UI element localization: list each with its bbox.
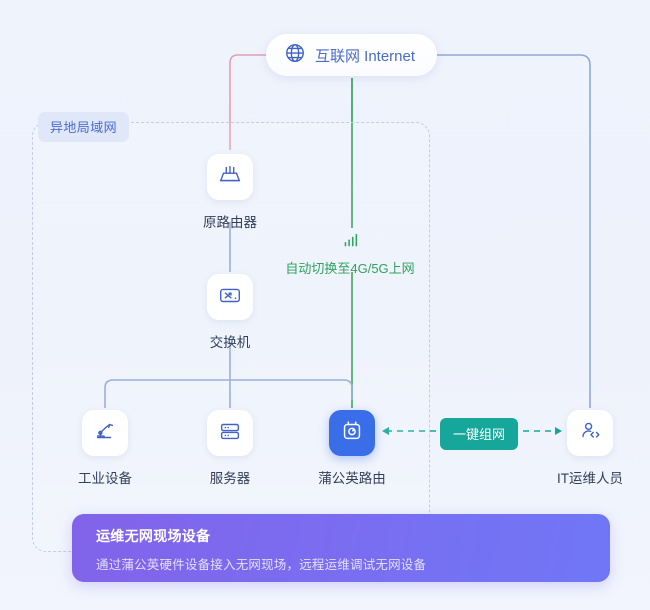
node-switch[interactable]: 交换机: [175, 274, 285, 351]
summary-banner: 运维无网现场设备 通过蒲公英硬件设备接入无网现场，远程运维调试无网设备: [72, 514, 610, 582]
node-label: IT运维人员: [557, 471, 623, 486]
wire-internet-to-it-engineer: [426, 54, 591, 408]
wire-internet-to-router: [229, 54, 266, 150]
summary-banner-subtitle: 通过蒲公英硬件设备接入无网现场，远程运维调试无网设备: [96, 558, 427, 572]
wire-bus-to-industry: [104, 379, 230, 408]
node-label: 蒲公英路由: [318, 471, 386, 486]
it-engineer-tile: [567, 410, 613, 456]
pugongying-router-tile: [329, 410, 375, 456]
node-pugongying-router[interactable]: 蒲公英路由: [297, 410, 407, 487]
router-tile: [207, 154, 253, 200]
node-industrial-device[interactable]: 工业设备: [50, 410, 160, 487]
it-engineer-icon: [577, 418, 603, 449]
signal-bars-icon: [340, 231, 360, 251]
switch-tile: [207, 274, 253, 320]
wire-bus-to-pgy: [230, 379, 353, 400]
router-icon: [217, 162, 243, 193]
node-original-router[interactable]: 原路由器: [175, 154, 285, 231]
summary-banner-title: 运维无网现场设备: [96, 528, 211, 544]
node-it-engineer[interactable]: IT运维人员: [535, 410, 645, 487]
server-tile: [207, 410, 253, 456]
remote-lan-zone-label: 异地局域网: [38, 112, 130, 142]
internet-node[interactable]: 互联网 Internet: [266, 34, 438, 76]
switch-icon: [217, 282, 243, 313]
robot-arm-icon: [92, 418, 118, 449]
globe-icon: [284, 42, 306, 69]
node-server[interactable]: 服务器: [175, 410, 285, 487]
node-label: 服务器: [209, 471, 251, 486]
mobile-network-label: 自动切换至4G/5G上网: [285, 261, 415, 276]
node-label: 工业设备: [78, 471, 132, 486]
server-icon: [217, 418, 243, 449]
one-key-networking-badge[interactable]: 一键组网: [440, 418, 519, 450]
internet-label: 互联网 Internet: [315, 47, 416, 65]
industrial-device-tile: [82, 410, 128, 456]
node-label: 交换机: [209, 335, 251, 350]
node-label: 原路由器: [203, 215, 257, 230]
wire-onekey-dashed: [382, 427, 562, 435]
pgy-router-icon: [339, 418, 365, 449]
